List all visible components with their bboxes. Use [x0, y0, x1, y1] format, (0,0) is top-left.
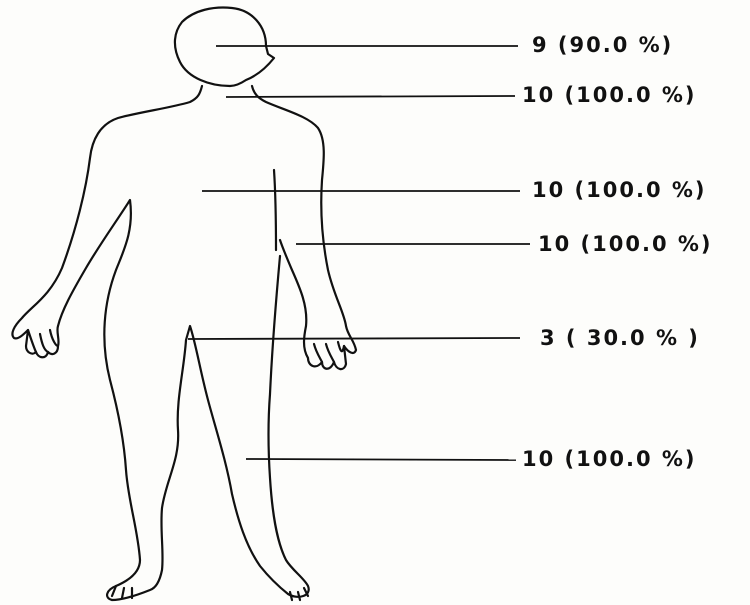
torso-side-line: [274, 170, 276, 250]
leader-line-leg: [246, 459, 516, 460]
body-outline-left: [12, 86, 308, 600]
leader-line-neck: [226, 96, 515, 97]
leg-label: 10 (100.0 %): [522, 449, 697, 470]
genital-label: 3 ( 30.0 % ): [540, 328, 700, 349]
body-outline-right: [252, 86, 356, 369]
chest-label: 10 (100.0 %): [532, 180, 707, 201]
neck-label: 10 (100.0 %): [522, 85, 697, 106]
leader-line-genital: [188, 338, 520, 339]
left-hand-fingers: [28, 330, 58, 352]
head-label: 9 (90.0 %): [532, 35, 673, 56]
arm-label: 10 (100.0 %): [538, 234, 713, 255]
right-hand-fingers: [314, 342, 344, 362]
